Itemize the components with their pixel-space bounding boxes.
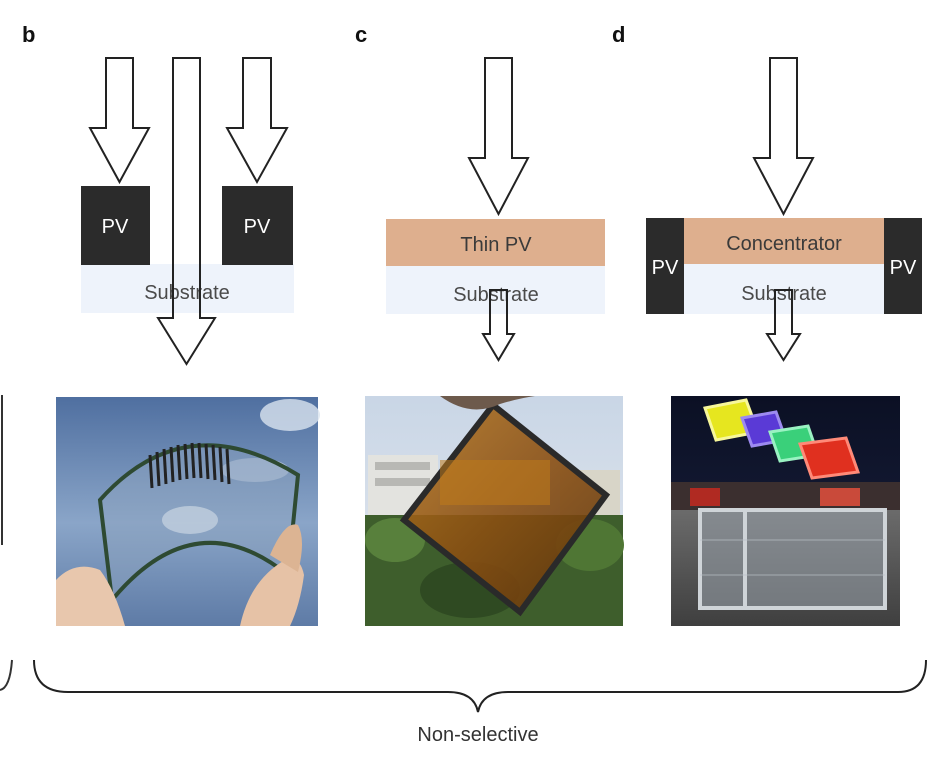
panel-b-pv-left-block — [81, 186, 150, 265]
panel-b-substrate — [81, 264, 294, 313]
panel-c-substrate-label: Substrate — [453, 284, 539, 306]
panel-c-arrow-incident-icon — [467, 57, 530, 217]
panel-d-substrate-label: Substrate — [741, 283, 827, 305]
panel-d-pv-right-label: PV — [890, 257, 917, 279]
panel-letter-b: b — [22, 22, 35, 47]
non-selective-label: Non-selective — [417, 724, 538, 746]
left-partial-brace — [0, 659, 13, 691]
panel-b-pv-right-label: PV — [244, 216, 271, 238]
panel-b-substrate-label: Substrate — [144, 282, 230, 304]
panel-b-pv-right-block — [222, 186, 293, 265]
panel-b-diagram: Substrate PV PV — [81, 57, 294, 366]
panel-d-diagram: Substrate Concentrator PV PV — [646, 57, 922, 362]
panel-d-pv-right-block — [884, 218, 922, 314]
non-selective-brace — [33, 659, 927, 713]
panel-b-photo — [56, 397, 320, 626]
panel-d-arrow-incident-icon — [752, 57, 815, 217]
panel-d-concentrator-label: Concentrator — [726, 233, 842, 255]
panel-b-arrow-left-icon — [88, 57, 151, 185]
panel-d-arrow-transmitted-icon — [765, 289, 802, 362]
panel-letter-d: d — [612, 22, 625, 47]
panel-c-arrow-transmitted-icon — [481, 289, 516, 362]
panel-d-pv-left-block — [646, 218, 684, 314]
panel-c-diagram: Substrate Thin PV — [386, 57, 605, 362]
panel-d-concentrator-layer — [684, 218, 884, 264]
panel-d-photo — [671, 396, 900, 626]
panel-b-arrow-right-icon — [225, 57, 289, 185]
panel-c-photo — [365, 396, 624, 626]
panel-c-thin-pv-layer — [386, 219, 605, 266]
panel-c-thin-pv-label: Thin PV — [460, 234, 532, 256]
panel-d-pv-left-label: PV — [652, 257, 679, 279]
panel-b-arrow-center-icon — [156, 57, 217, 366]
panel-letter-c: c — [355, 22, 367, 47]
panel-b-pv-left-label: PV — [102, 216, 129, 238]
